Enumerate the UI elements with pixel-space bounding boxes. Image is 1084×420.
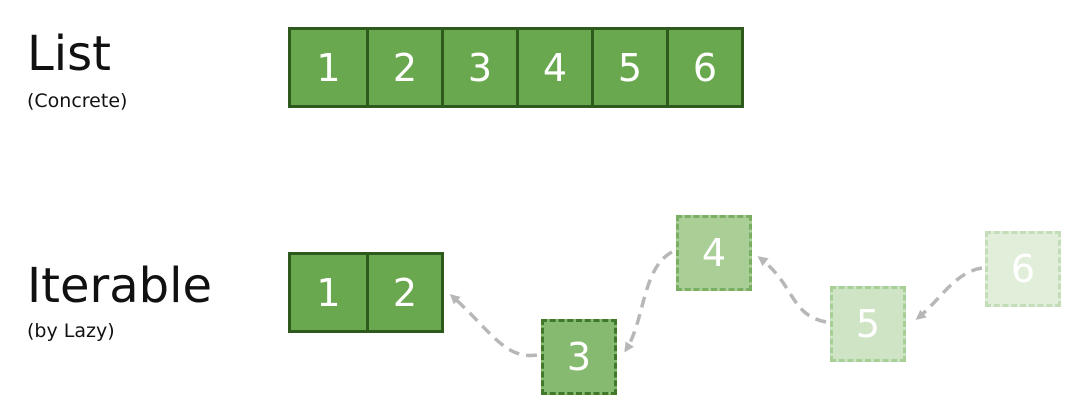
list-cell: 4 (516, 30, 591, 105)
list-cell: 3 (441, 30, 516, 105)
list-cell: 2 (366, 30, 441, 105)
list-title: List (27, 26, 111, 82)
lazy-item: 5 (830, 286, 906, 362)
list-cell: 1 (316, 45, 341, 90)
lazy-item: 4 (676, 215, 752, 291)
lazy-item: 3 (541, 319, 617, 395)
arrow-6-to-5 (915, 266, 983, 320)
arrow-3-to-2 (449, 293, 538, 358)
iterable-title: Iterable (27, 258, 212, 314)
iterable-produced-row: 1 2 (288, 252, 444, 333)
list-subtitle: (Concrete) (27, 90, 128, 112)
list-row: 1 2 3 4 5 6 (288, 27, 744, 108)
iterable-subtitle: (by Lazy) (27, 320, 115, 342)
list-cell: 6 (666, 30, 741, 105)
list-cell: 5 (591, 30, 666, 105)
iterable-cell: 2 (366, 255, 441, 330)
lazy-item: 6 (985, 231, 1061, 307)
arrow-4-to-3 (624, 250, 673, 353)
iterable-cell: 1 (316, 270, 341, 315)
arrow-5-to-4 (757, 256, 827, 324)
